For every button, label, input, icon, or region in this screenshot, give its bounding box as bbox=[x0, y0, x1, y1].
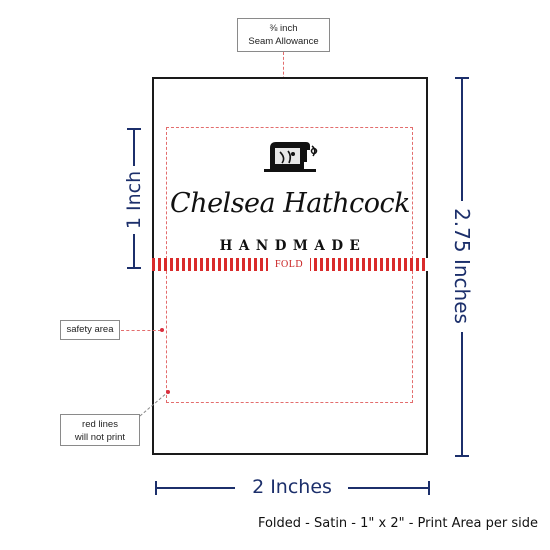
seam-allowance-text: Seam Allowance bbox=[248, 36, 319, 47]
dim-left-line-bottom bbox=[133, 234, 135, 268]
dim-bottom-right-tick bbox=[428, 481, 430, 495]
dim-height-full-label: 2.75 Inches bbox=[450, 208, 474, 324]
fold-label: FOLD bbox=[268, 258, 310, 271]
safety-area-leader bbox=[121, 330, 161, 331]
dim-left-line-top bbox=[133, 128, 135, 166]
red-lines-text-1: red lines bbox=[82, 419, 118, 430]
dim-bottom-line-left bbox=[155, 487, 235, 489]
dim-width-label: 2 Inches bbox=[252, 476, 332, 498]
dim-right-bottom-tick bbox=[455, 455, 469, 457]
seam-allowance-callout: ⅜ inch Seam Allowance bbox=[237, 18, 330, 52]
safety-area-callout: safety area bbox=[60, 320, 120, 340]
label-subtitle: HANDMADE bbox=[219, 238, 367, 254]
dim-left-bottom-tick bbox=[127, 267, 141, 269]
dim-right-line-top bbox=[461, 77, 463, 201]
red-lines-leader bbox=[139, 390, 170, 417]
dim-right-line-bottom bbox=[461, 332, 463, 456]
red-lines-callout: red lines will not print bbox=[60, 414, 140, 446]
dim-height-half-label: 1 Inch bbox=[123, 170, 145, 230]
product-caption: Folded - Satin - 1" x 2" - Print Area pe… bbox=[257, 516, 538, 531]
sewing-machine-icon bbox=[264, 142, 318, 172]
safety-area-text: safety area bbox=[66, 324, 114, 335]
red-lines-text-2: will not print bbox=[74, 432, 126, 443]
label-maker-name: Chelsea Hathcock bbox=[170, 188, 410, 219]
safety-area-dot bbox=[160, 328, 164, 332]
dim-bottom-line-right bbox=[348, 487, 430, 489]
seam-allowance-value: ⅜ inch bbox=[269, 23, 298, 34]
